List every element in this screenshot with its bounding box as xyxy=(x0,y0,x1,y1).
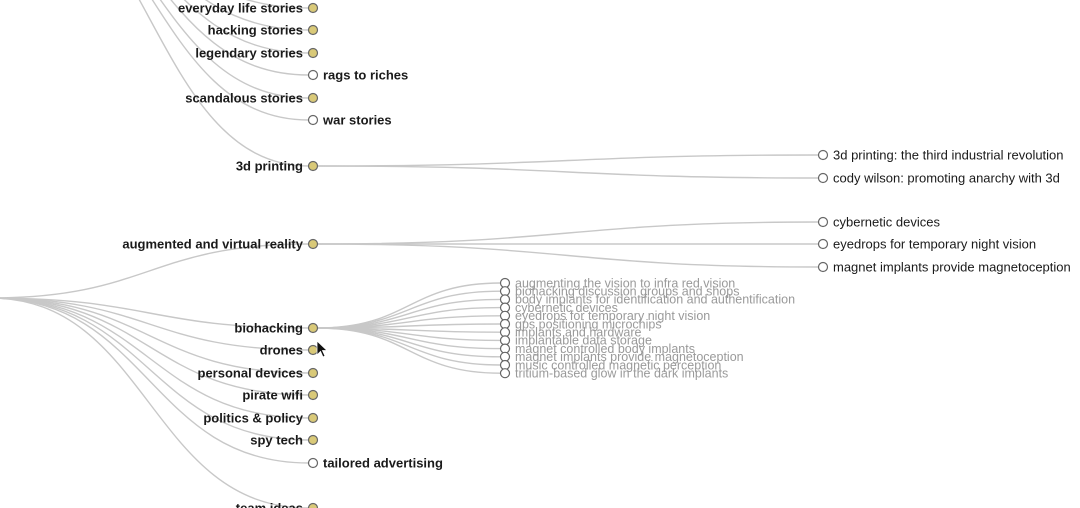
node-augmented-and-virtual-reality-child-1-node[interactable] xyxy=(817,216,829,228)
node-biohacking-child-4-link xyxy=(317,306,501,329)
node-legendary-stories-toggle[interactable] xyxy=(307,47,319,59)
node-augmented-and-virtual-reality-label[interactable]: augmented and virtual reality xyxy=(122,236,303,251)
node-legendary-stories-link xyxy=(183,0,309,54)
node-pirate-wifi-toggle[interactable] xyxy=(307,389,319,401)
node-augmented-and-virtual-reality-child-3-link xyxy=(317,243,819,268)
node-spy-tech-link xyxy=(0,297,309,441)
node-scandalous-stories-link xyxy=(159,0,309,99)
node-legendary-stories-label[interactable]: legendary stories xyxy=(195,45,303,60)
node-drones-link xyxy=(0,297,309,351)
node-pirate-wifi-link xyxy=(0,297,309,396)
node-biohacking-toggle[interactable] xyxy=(307,322,319,334)
node-personal-devices-toggle[interactable] xyxy=(307,367,319,379)
node-3d-printing-child-2-node[interactable] xyxy=(817,172,829,184)
node-rags-to-riches-toggle[interactable] xyxy=(307,69,319,81)
node-3d-printing-link xyxy=(138,0,309,167)
node-biohacking-child-5-label[interactable]: eyedrops for temporary night vision xyxy=(515,309,710,323)
node-team-ideas-label[interactable]: team ideas xyxy=(236,500,303,508)
node-politics-policy-toggle[interactable] xyxy=(307,412,319,424)
node-biohacking-child-7-label[interactable]: implants and hardware xyxy=(515,325,642,339)
node-augmented-and-virtual-reality-child-3-label[interactable]: magnet implants provide magnetoception xyxy=(833,259,1071,274)
node-spy-tech-toggle[interactable] xyxy=(307,434,319,446)
node-spy-tech-label[interactable]: spy tech xyxy=(250,432,303,447)
node-tailored-advertising-toggle[interactable] xyxy=(307,457,319,469)
mouse-pointer-icon xyxy=(316,340,329,358)
node-biohacking-child-3-label[interactable]: body implants for identification and aut… xyxy=(515,293,795,307)
node-team-ideas-link xyxy=(0,297,309,508)
node-personal-devices-link xyxy=(0,297,309,374)
node-biohacking-child-1-label[interactable]: augmenting the vision to infra red visio… xyxy=(515,276,735,290)
node-biohacking-child-8-label[interactable]: implantable data storage xyxy=(515,334,652,348)
node-biohacking-child-2-label[interactable]: biohacking discussion groups and shops xyxy=(515,284,739,298)
node-3d-printing-child-1-label[interactable]: 3d printing: the third industrial revolu… xyxy=(833,147,1064,162)
node-biohacking-child-9-label[interactable]: magnet controlled body implants xyxy=(515,342,695,356)
node-drones-toggle[interactable] xyxy=(307,344,319,356)
node-augmented-and-virtual-reality-child-1-label[interactable]: cybernetic devices xyxy=(833,214,940,229)
node-biohacking-child-12-node[interactable] xyxy=(499,368,511,379)
node-everyday-life-stories-toggle[interactable] xyxy=(307,2,319,14)
node-biohacking-child-9-link xyxy=(317,327,501,350)
node-politics-policy-link xyxy=(0,297,309,419)
node-team-ideas-toggle[interactable] xyxy=(307,502,319,508)
node-everyday-life-stories-link xyxy=(245,0,309,9)
node-biohacking-child-4-label[interactable]: cybernetic devices xyxy=(515,301,618,315)
node-3d-printing-child-1-node[interactable] xyxy=(817,149,829,161)
node-hacking-stories-link xyxy=(204,0,309,31)
node-biohacking-child-12-link xyxy=(317,327,501,374)
node-3d-printing-child-2-label[interactable]: cody wilson: promoting anarchy with 3d xyxy=(833,170,1060,185)
node-personal-devices-label[interactable]: personal devices xyxy=(198,365,304,380)
node-biohacking-child-10-label[interactable]: magnet implants provide magnetoception xyxy=(515,350,744,364)
node-3d-printing-child-1-link xyxy=(317,154,819,167)
node-biohacking-link xyxy=(0,297,309,329)
node-augmented-and-virtual-reality-toggle[interactable] xyxy=(307,238,319,250)
node-everyday-life-stories-label[interactable]: everyday life stories xyxy=(178,0,303,15)
node-3d-printing-child-2-link xyxy=(317,165,819,179)
node-augmented-and-virtual-reality-child-3-node[interactable] xyxy=(817,261,829,273)
node-3d-printing-label[interactable]: 3d printing xyxy=(236,158,303,173)
tree-nodes[interactable]: everyday life stories hacking stories lege… xyxy=(122,0,1071,508)
node-tailored-advertising-link xyxy=(0,297,309,464)
node-biohacking-child-12-label[interactable]: tritium-based glow in the dark implants xyxy=(515,366,728,380)
node-3d-printing-toggle[interactable] xyxy=(307,160,319,172)
node-augmented-and-virtual-reality-child-1-link xyxy=(317,221,819,245)
node-hacking-stories-label[interactable]: hacking stories xyxy=(208,22,303,37)
node-war-stories-toggle[interactable] xyxy=(307,114,319,126)
node-pirate-wifi-label[interactable]: pirate wifi xyxy=(242,387,303,402)
node-scandalous-stories-label[interactable]: scandalous stories xyxy=(185,90,303,105)
node-biohacking-child-6-label[interactable]: gps positioning microchips xyxy=(515,317,662,331)
node-augmented-and-virtual-reality-child-2-node[interactable] xyxy=(817,238,829,250)
node-politics-policy-label[interactable]: politics & policy xyxy=(203,410,303,425)
node-augmented-and-virtual-reality-child-2-label[interactable]: eyedrops for temporary night vision xyxy=(833,236,1036,251)
node-augmented-and-virtual-reality-link xyxy=(0,243,309,299)
node-hacking-stories-toggle[interactable] xyxy=(307,24,319,36)
node-drones-label[interactable]: drones xyxy=(260,342,303,357)
tree-links xyxy=(0,0,819,508)
node-rags-to-riches-link xyxy=(170,0,309,76)
node-war-stories-label[interactable]: war stories xyxy=(322,112,392,127)
node-biohacking-child-11-label[interactable]: music controlled magnetic perception xyxy=(515,358,721,372)
node-tailored-advertising-label[interactable]: tailored advertising xyxy=(323,455,443,470)
node-biohacking-label[interactable]: biohacking xyxy=(234,320,303,335)
node-war-stories-link xyxy=(151,0,309,121)
node-scandalous-stories-toggle[interactable] xyxy=(307,92,319,104)
node-rags-to-riches-label[interactable]: rags to riches xyxy=(323,67,408,82)
